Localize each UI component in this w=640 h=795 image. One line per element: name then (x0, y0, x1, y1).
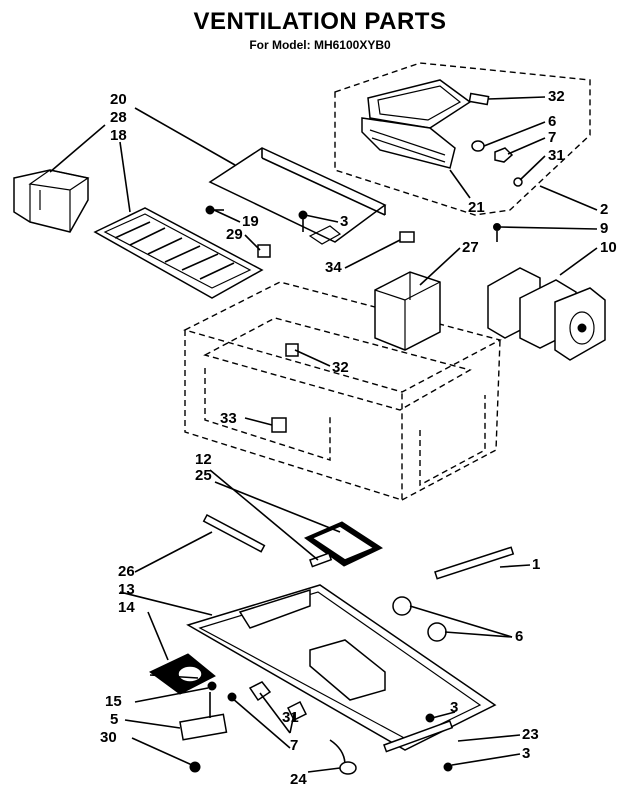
grease-filter-part (93, 207, 264, 299)
callout-7-top: 7 (548, 129, 556, 146)
callout-6-top: 6 (548, 113, 556, 130)
callout-21: 21 (468, 199, 485, 216)
light-cover-part (202, 513, 515, 580)
callout-18: 18 (110, 127, 127, 144)
callout-31-top: 31 (548, 147, 565, 164)
callout-13: 13 (118, 581, 135, 598)
callout-2: 2 (600, 201, 608, 218)
blower-fan-part (487, 267, 606, 361)
mounting-bracket-part (374, 231, 441, 351)
light-bulbs (248, 596, 454, 775)
callout-9: 9 (600, 220, 608, 237)
callout-33: 33 (220, 410, 237, 427)
callout-26: 26 (118, 563, 135, 580)
callout-3-bottom-right: 3 (522, 745, 530, 762)
callout-28: 28 (110, 109, 127, 126)
callout-12: 12 (195, 451, 212, 468)
callout-14: 14 (118, 599, 135, 616)
callout-3-upper: 3 (340, 213, 348, 230)
callout-29: 29 (226, 226, 243, 243)
model-subtitle: For Model: MH6100XYB0 (249, 38, 391, 52)
callout-27: 27 (462, 239, 479, 256)
callout-labels: 32 6 7 31 2 9 10 20 28 18 3 19 29 34 27 … (100, 88, 617, 788)
callout-19: 19 (242, 213, 259, 230)
callout-3-bottom-mid: 3 (450, 699, 458, 716)
callout-31-bottom: 31 (282, 709, 299, 726)
callout-1: 1 (532, 556, 540, 573)
callout-23: 23 (522, 726, 539, 743)
callout-30: 30 (100, 729, 117, 746)
callout-5: 5 (110, 711, 118, 728)
callout-6-bottom: 6 (515, 628, 523, 645)
callout-20: 20 (110, 91, 127, 108)
vent-duct-part (13, 169, 90, 233)
top-plate-part (208, 147, 387, 245)
callout-15: 15 (105, 693, 122, 710)
callout-34: 34 (325, 259, 342, 276)
callout-32-mid: 32 (332, 359, 349, 376)
leader-lines (49, 96, 598, 773)
callout-25: 25 (195, 467, 212, 484)
callout-10: 10 (600, 239, 617, 256)
oven-cavity-frame (183, 281, 502, 501)
callout-32-top: 32 (548, 88, 565, 105)
callout-7-bottom: 7 (290, 737, 298, 754)
page-title: VENTILATION PARTS (193, 8, 447, 35)
callout-24: 24 (290, 771, 307, 788)
small-hardware (205, 205, 501, 433)
